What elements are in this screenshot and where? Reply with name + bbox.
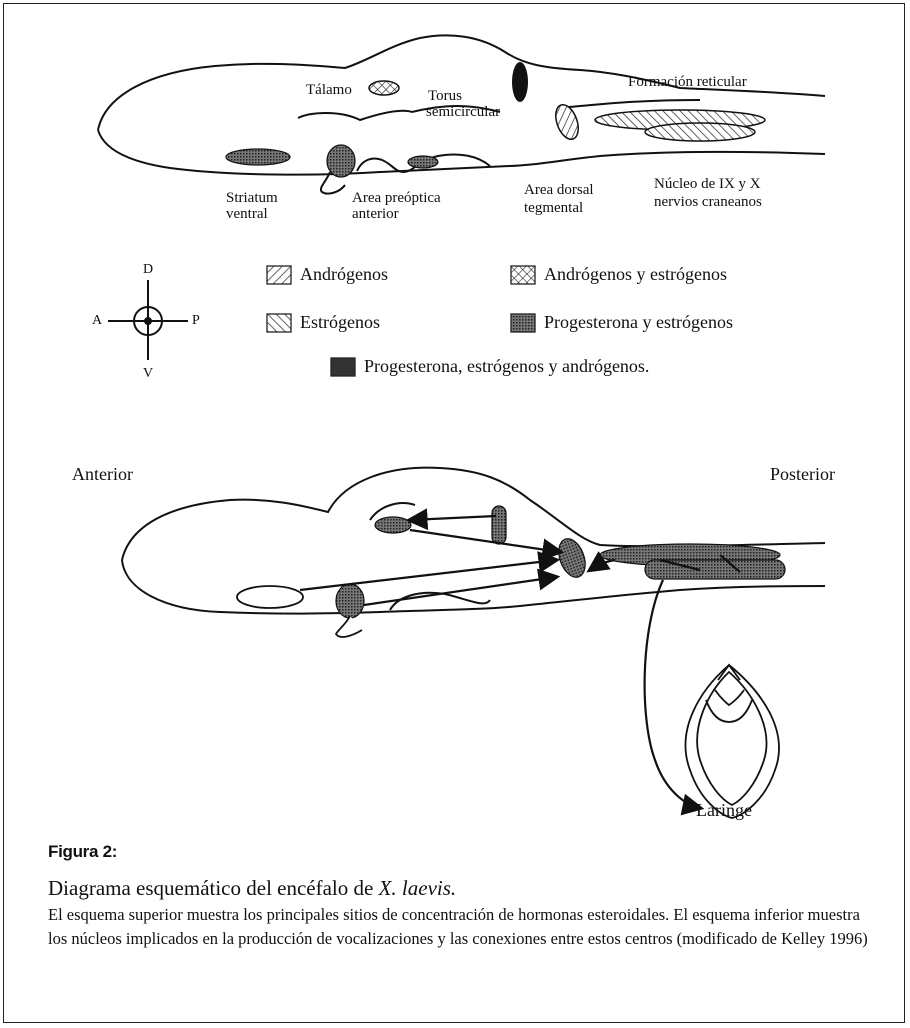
compass-d: D — [143, 262, 153, 278]
olfactory-ellipse — [237, 586, 303, 608]
legend-swatch-androgenos — [266, 265, 292, 285]
caption-subtitle-prefix: Diagrama esquemático del encéfalo de — [48, 876, 379, 900]
larynx — [686, 665, 779, 818]
bottom-brain-outline — [122, 468, 825, 614]
thalamus-bottom — [375, 517, 411, 533]
label-laringe: Laringe — [696, 800, 752, 820]
label-area-dorsal-2: tegmental — [524, 200, 583, 217]
preoptica-bottom — [336, 584, 364, 618]
pituitary-bottom — [336, 616, 362, 637]
talamo-nucleus — [369, 81, 399, 95]
bottom-nuclei — [237, 506, 785, 637]
legend-swatch-proge-estro — [510, 313, 536, 333]
label-preoptica-1: Area preóptica — [352, 190, 441, 207]
label-striatum-1: Striatum — [226, 190, 278, 207]
legend-proge-estro-andro: Progesterona, estrógenos y andrógenos. — [330, 356, 649, 377]
nervios-nucleus — [645, 123, 755, 141]
preoptica-nucleus — [327, 145, 355, 177]
caption-subtitle: Diagrama esquemático del encéfalo de X. … — [48, 876, 456, 901]
legend-swatch-andro-estro — [510, 265, 536, 285]
legend-label-estrogenos: Estrógenos — [300, 312, 380, 333]
legend-label-andro-estro: Andrógenos y estrógenos — [544, 264, 727, 285]
legend-swatch-estrogenos — [266, 313, 292, 333]
compass-a: A — [92, 313, 102, 329]
label-torus-2: semicircular — [426, 104, 500, 121]
label-preoptica-2: anterior — [352, 206, 399, 223]
torus-bottom — [492, 506, 506, 544]
caption-title: Figura 2: — [48, 842, 117, 862]
label-anterior: Anterior — [72, 464, 133, 484]
legend-andro-estro: Andrógenos y estrógenos — [510, 264, 727, 285]
label-talamo: Tálamo — [306, 82, 352, 99]
dorsal-tegmental-bottom — [554, 535, 590, 581]
compass-v: V — [143, 366, 153, 382]
striatum-nucleus — [226, 149, 290, 165]
label-posterior: Posterior — [770, 464, 835, 484]
legend-label-proge-estro: Progesterona y estrógenos — [544, 312, 733, 333]
legend-proge-estro: Progesterona y estrógenos — [510, 312, 733, 333]
legend-swatch-proge-estro-andro — [330, 357, 356, 377]
caption-body: El esquema superior muestra los principa… — [48, 903, 868, 951]
motor-bottom — [645, 560, 785, 579]
label-torus-1: Torus — [428, 88, 462, 105]
legend-androgenos: Andrógenos — [266, 264, 388, 285]
legend-label-androgenos: Andrógenos — [300, 264, 388, 285]
label-nucleo-2: nervios craneanos — [654, 194, 762, 211]
label-area-dorsal-1: Area dorsal — [524, 182, 594, 199]
hypothalamic-nucleus — [408, 156, 438, 168]
legend-estrogenos: Estrógenos — [266, 312, 380, 333]
legend-label-proge-estro-andro: Progesterona, estrógenos y andrógenos. — [364, 356, 649, 377]
compass-rose — [108, 280, 188, 360]
label-nucleo-1: Núcleo de IX y X — [654, 176, 761, 193]
area-dorsal-nucleus — [551, 102, 582, 143]
compass-p: P — [192, 313, 200, 329]
label-formacion-reticular: Formación reticular — [628, 74, 747, 91]
torus-nucleus — [512, 62, 528, 102]
caption-subtitle-species: X. laevis. — [379, 876, 457, 900]
label-striatum-2: ventral — [226, 206, 268, 223]
